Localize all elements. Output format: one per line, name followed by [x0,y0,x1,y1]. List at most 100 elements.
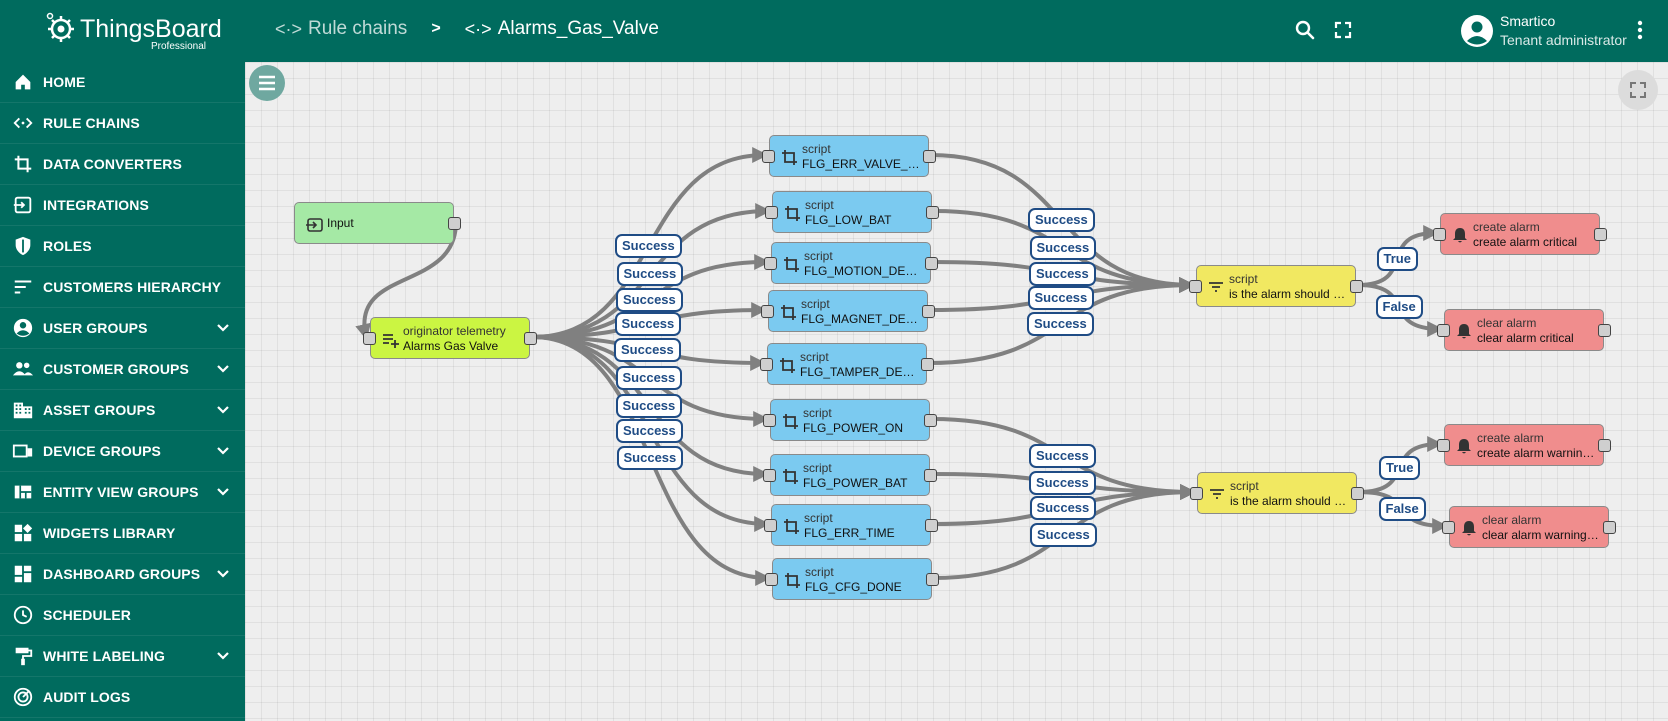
menu-item-roles[interactable]: ROLES [0,226,245,267]
input-port[interactable] [763,469,776,482]
chevron-down-icon[interactable] [215,566,231,582]
chevron-down-icon[interactable] [215,402,231,418]
output-port[interactable] [921,358,934,371]
connection-label[interactable]: Success [615,366,683,390]
output-port[interactable] [922,305,935,318]
input-port[interactable] [1437,324,1450,337]
output-port[interactable] [1598,324,1611,337]
menu-item-user-groups[interactable]: USER GROUPS [0,308,245,349]
output-port[interactable] [524,332,537,345]
connection-label[interactable]: Success [1029,496,1097,520]
output-port[interactable] [448,217,461,230]
menu-item-asset-groups[interactable]: ASSET GROUPS [0,390,245,431]
connection-label[interactable]: Success [614,311,682,336]
output-port[interactable] [1598,439,1611,452]
connection-label[interactable]: Success [1029,261,1096,286]
output-port[interactable] [924,469,937,482]
chevron-down-icon[interactable] [215,320,231,336]
connection-input-orig[interactable] [355,221,458,341]
breadcrumb-rule-chains[interactable]: <·> Rule chains [275,18,407,40]
menu-item-entity-view-groups[interactable]: ENTITY VIEW GROUPS [0,472,245,513]
output-port[interactable] [1351,487,1364,500]
connection-label[interactable]: Success [1028,208,1095,232]
menu-item-white-labeling[interactable]: WHITE LABELING [0,636,245,677]
connection-label[interactable]: Success [616,418,683,443]
input-port[interactable] [761,305,774,318]
rule-node-input[interactable]: Input [294,202,461,244]
output-port[interactable] [925,519,938,532]
menu-item-customers-hierarchy[interactable]: CUSTOMERS HIERARCHY [0,267,245,308]
connection-label[interactable]: False [1378,497,1426,521]
connection-label[interactable]: Success [1029,471,1096,495]
account-circle-icon[interactable] [1460,14,1494,48]
input-port[interactable] [764,519,777,532]
connection-label[interactable]: Success [614,338,681,362]
input-port[interactable] [1437,439,1450,452]
connection-label[interactable]: True [1379,456,1421,480]
menu-item-data-converters[interactable]: DATA CONVERTERS [0,144,245,185]
output-port[interactable] [925,257,938,270]
menu-item-rule-chains[interactable]: RULE CHAINS [0,103,245,144]
input-port[interactable] [1190,487,1203,500]
menu-item-integrations[interactable]: INTEGRATIONS [0,185,245,226]
menu-item-scheduler[interactable]: SCHEDULER [0,595,245,636]
input-port[interactable] [1433,228,1446,241]
connection-label[interactable]: True [1376,247,1418,271]
input-port[interactable] [1442,521,1455,534]
input-port[interactable] [763,414,776,427]
more-vert-icon[interactable] [1628,18,1652,42]
menu-item-device-groups[interactable]: DEVICE GROUPS [0,431,245,472]
connection-label[interactable]: Success [1027,285,1095,310]
connection-label[interactable]: Success [1030,523,1097,547]
connection-label[interactable]: Success [1027,312,1094,336]
menu-item-audit-logs[interactable]: AUDIT LOGS [0,677,245,718]
input-port[interactable] [764,257,777,270]
chevron-down-icon[interactable] [215,484,231,500]
connection-label[interactable]: Success [616,287,683,312]
menu-item-widgets-library[interactable]: WIDGETS LIBRARY [0,513,245,554]
output-port[interactable] [926,573,939,586]
chevron-down-icon[interactable] [215,648,231,664]
connection-label[interactable]: Success [1029,236,1097,260]
connection-label[interactable]: Success [616,445,684,470]
connection-label[interactable]: Success [615,234,682,258]
fullscreen-icon[interactable] [1331,18,1355,42]
connection-label[interactable]: False [1375,295,1423,319]
library-toggle-button[interactable] [249,65,285,101]
output-port[interactable] [926,206,939,219]
connection-label[interactable]: Success [615,393,683,418]
chevron-down-icon[interactable] [215,361,231,377]
menu-item-home[interactable]: HOME [0,62,245,103]
output-port[interactable] [1603,521,1616,534]
input-port[interactable] [1189,280,1202,293]
input-port[interactable] [762,150,775,163]
connection-label[interactable]: Success [616,262,684,286]
canvas-fullscreen-button[interactable] [1618,70,1658,110]
input-port[interactable] [765,206,778,219]
output-port[interactable] [924,414,937,427]
search-icon[interactable] [1293,18,1317,42]
input-port[interactable] [765,573,778,586]
menu-item-customer-groups[interactable]: CUSTOMER GROUPS [0,349,245,390]
menu-item-dashboard-groups[interactable]: DASHBOARD GROUPS [0,554,245,595]
output-port[interactable] [1594,228,1607,241]
input-port[interactable] [363,332,376,345]
connection-label[interactable]: Success [1029,443,1096,468]
chevron-down-icon[interactable] [215,443,231,459]
output-port[interactable] [923,150,936,163]
